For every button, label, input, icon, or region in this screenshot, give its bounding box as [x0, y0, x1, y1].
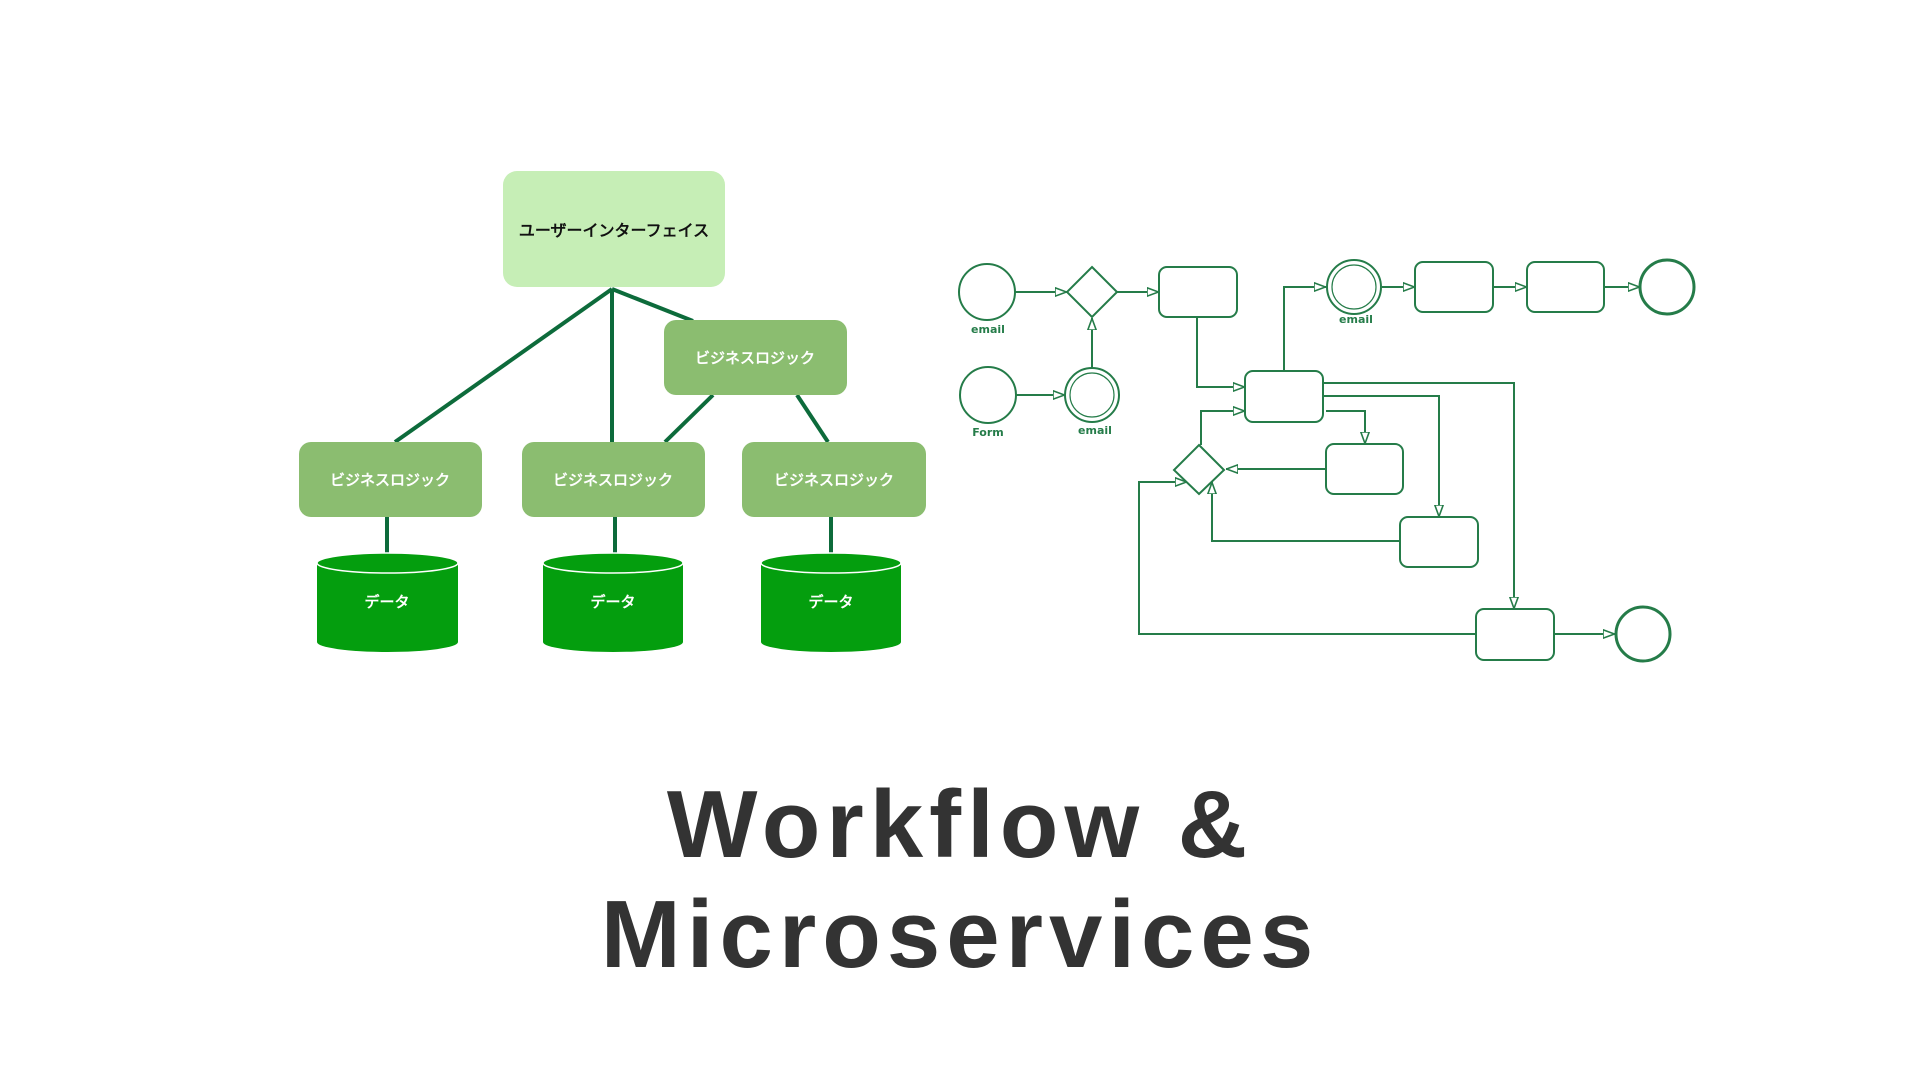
connector-ui-to-logic-left — [393, 287, 614, 444]
connector-logic-top-to-middle — [663, 393, 715, 444]
database-cylinder-body — [543, 563, 683, 652]
data-store-right: データ — [760, 552, 902, 652]
page-title-line-1: Workflow & — [666, 771, 1254, 878]
business-logic-label: ビジネスロジック — [695, 349, 815, 367]
business-logic-label: ビジネスロジック — [330, 471, 450, 489]
start-event-email-label: email — [971, 323, 1005, 336]
architecture-diagram: ユーザーインターフェイス ビジネスロジック ビジネスロジック ビジネスロジック … — [299, 171, 926, 653]
start-event-form — [959, 366, 1017, 424]
business-logic-box — [664, 320, 847, 395]
task-2 — [1244, 370, 1324, 423]
exclusive-gateway-1 — [1065, 265, 1119, 319]
database-cylinder-body — [761, 563, 901, 652]
user-interface-label: ユーザーインターフェイス — [519, 221, 709, 240]
database-cylinder-top — [316, 552, 459, 574]
business-logic-label: ビジネスロジック — [553, 471, 673, 489]
end-event-1 — [1638, 258, 1696, 316]
flow-task7-loop-to-gateway2 — [1138, 482, 1476, 635]
task-3 — [1414, 261, 1494, 313]
task-4 — [1526, 261, 1605, 313]
flow-task6-to-gateway2 — [1212, 482, 1400, 542]
flow-task2-to-intermediate2 — [1283, 287, 1326, 371]
task-7 — [1475, 608, 1555, 661]
workflow-diagram: email Form email email — [958, 258, 1696, 663]
start-event-form-label: Form — [972, 426, 1004, 439]
data-label: データ — [590, 593, 635, 611]
page-title-line-2: Microservices — [600, 881, 1320, 988]
data-store-middle: データ — [542, 552, 684, 652]
business-logic-node-top: ビジネスロジック — [664, 320, 847, 395]
business-logic-node-right: ビジネスロジック — [742, 442, 926, 517]
sequence-flows — [1015, 287, 1640, 634]
task-1 — [1158, 266, 1238, 318]
end-event-2 — [1614, 605, 1672, 663]
task-5 — [1325, 443, 1404, 495]
intermediate-event-inner — [1331, 264, 1377, 310]
business-logic-box — [299, 442, 482, 517]
intermediate-event-email-2 — [1326, 259, 1382, 315]
intermediate-event-inner — [1069, 372, 1115, 418]
intermediate-event-email-1-label: email — [1078, 424, 1112, 437]
flow-task1-to-task2 — [1196, 317, 1245, 387]
architecture-connectors — [385, 287, 833, 556]
business-logic-node-left: ビジネスロジック — [299, 442, 482, 517]
task-6 — [1399, 516, 1479, 568]
database-cylinder-body — [317, 563, 458, 653]
business-logic-label: ビジネスロジック — [774, 471, 894, 489]
flow-gateway2-to-task2 — [1200, 411, 1245, 445]
connector-logic-top-to-right — [795, 393, 830, 444]
data-store-left: データ — [316, 552, 459, 653]
business-logic-node-middle: ビジネスロジック — [522, 442, 705, 517]
intermediate-event-email-2-label: email — [1339, 313, 1373, 326]
user-interface-box — [503, 171, 725, 287]
data-label: データ — [364, 593, 409, 611]
user-interface-node: ユーザーインターフェイス — [503, 171, 725, 287]
business-logic-box — [522, 442, 705, 517]
database-cylinder-top — [760, 552, 902, 574]
flow-task2-to-task6 — [1323, 395, 1439, 517]
flow-task2-to-task7 — [1323, 382, 1514, 609]
connector-ui-to-logic-top — [611, 287, 694, 323]
database-cylinder-top — [542, 552, 684, 574]
intermediate-event-email-1 — [1064, 367, 1120, 423]
intermediate-event-outer — [1064, 367, 1120, 423]
start-event-email — [958, 263, 1016, 321]
intermediate-event-outer — [1326, 259, 1382, 315]
flow-task2-to-task5 — [1326, 410, 1365, 444]
exclusive-gateway-2 — [1172, 443, 1226, 496]
data-label: データ — [808, 593, 853, 611]
business-logic-box — [742, 442, 926, 517]
